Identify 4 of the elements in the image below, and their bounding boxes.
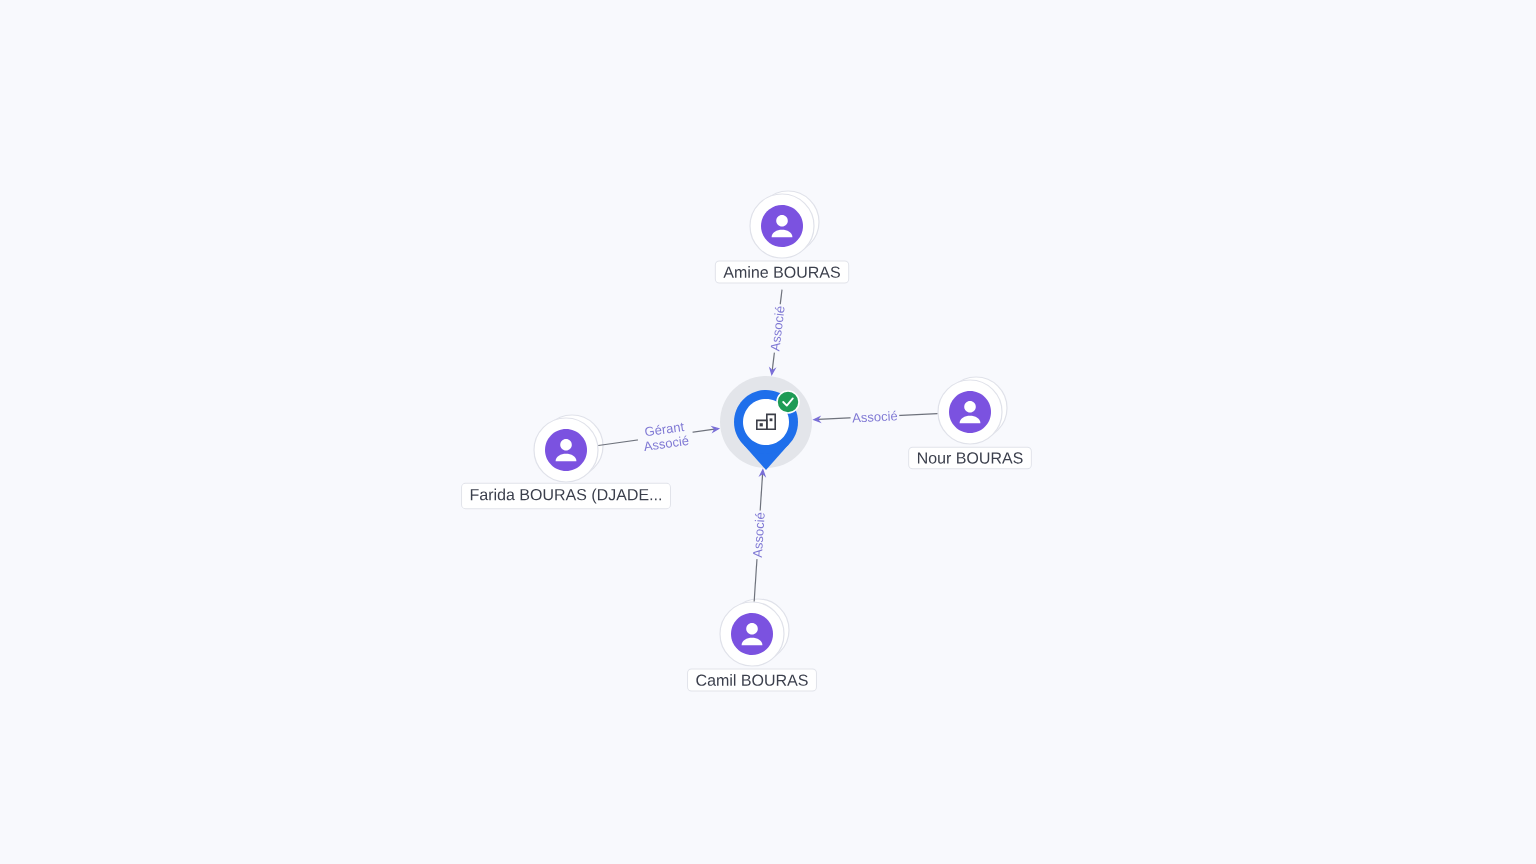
name-label: Amine BOURAS xyxy=(714,260,850,284)
name-label: Farida BOURAS (DJADE... xyxy=(461,482,671,510)
name-label: Camil BOURAS xyxy=(687,668,817,692)
name-label: Nour BOURAS xyxy=(908,446,1032,470)
